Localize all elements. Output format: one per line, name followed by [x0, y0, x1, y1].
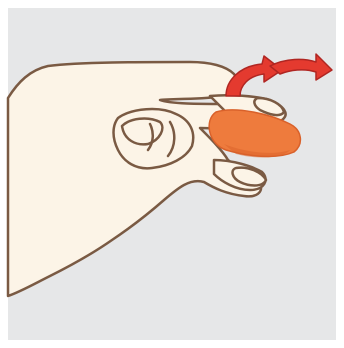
- earplug-rolling-illustration: [0, 0, 344, 348]
- illustration-frame: [0, 0, 344, 348]
